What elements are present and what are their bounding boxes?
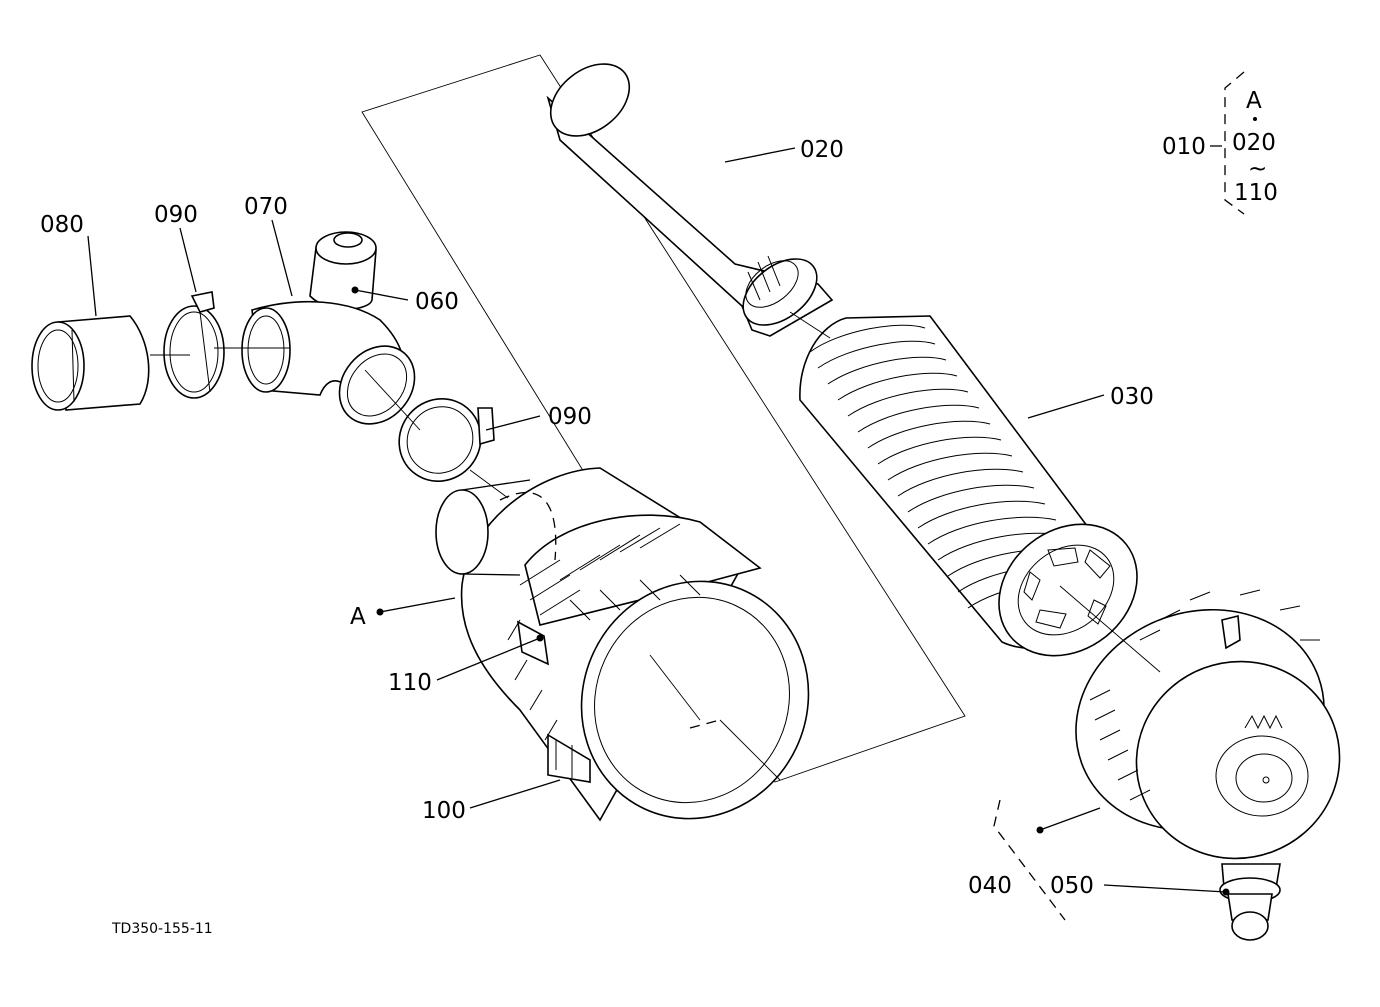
callout-A: A <box>350 604 366 630</box>
part-070-elbow <box>241 300 416 425</box>
part-090-clamp-left <box>163 291 225 399</box>
callout-070: 070 <box>244 194 288 220</box>
leader-dots <box>351 286 1230 896</box>
callout-010: 010 <box>1162 134 1206 160</box>
legend-top: A <box>1246 88 1262 114</box>
part-080-sleeve <box>31 315 150 411</box>
callout-110: 110 <box>388 670 432 696</box>
part-040-end-cover <box>1075 589 1341 860</box>
legend-mid: 020 <box>1232 130 1276 156</box>
legend-tilde: ~ <box>1248 156 1267 182</box>
callout-040: 040 <box>968 873 1012 899</box>
callout-080: 080 <box>40 212 84 238</box>
part-100-housing <box>435 467 810 822</box>
callout-090-right: 090 <box>548 404 592 430</box>
part-050-evacuator-valve <box>1219 863 1281 941</box>
bracket-040 <box>993 799 1066 921</box>
callout-030: 030 <box>1110 384 1154 410</box>
legend-bottom: 110 <box>1234 180 1278 206</box>
part-020-inner-element <box>546 63 834 337</box>
assembly-axis-lines <box>150 311 1161 781</box>
callout-060: 060 <box>415 289 459 315</box>
callout-020: 020 <box>800 137 844 163</box>
drawing-code: TD350-155-11 <box>111 921 213 937</box>
part-110-clip <box>516 620 549 666</box>
part-090-clamp-right <box>398 398 495 482</box>
callout-100: 100 <box>422 798 466 824</box>
leader-lines <box>87 147 1227 893</box>
legend-010: 010 A 020 ~ 110 <box>1162 71 1278 215</box>
part-060-vacuator-cap <box>309 231 377 310</box>
callout-050: 050 <box>1050 873 1094 899</box>
callout-090-left: 090 <box>154 202 198 228</box>
